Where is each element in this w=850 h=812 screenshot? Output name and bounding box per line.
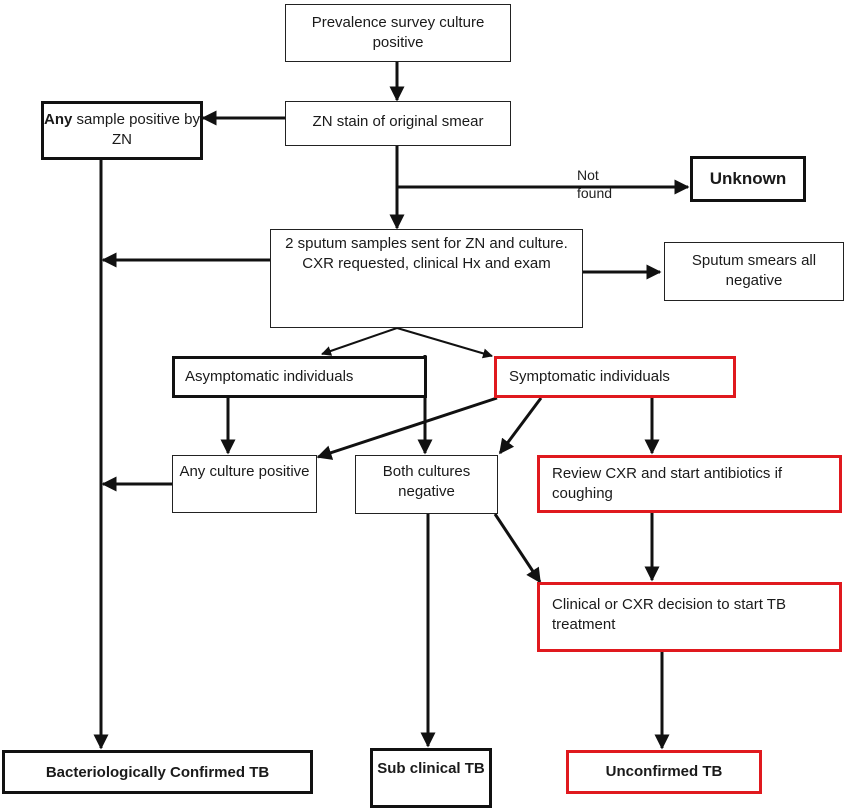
arrow-sputum-to-sym — [396, 327, 493, 359]
both-cultures-text: Both cultures negative — [382, 463, 471, 500]
arrow-sym-to-any-culture — [316, 396, 498, 460]
unconfirmed-box: Unconfirmed TB — [566, 750, 762, 794]
clinical-cxr-text: Clinical or CXR decision to start TB tre… — [552, 596, 786, 633]
any-sample-text: sample positive by ZN — [72, 111, 200, 148]
bact-confirmed-box: Bacteriologically Confirmed TB — [2, 750, 313, 794]
unknown-text: Unknown — [709, 169, 787, 188]
not-found-label: Not found — [577, 167, 613, 201]
unknown-box: Unknown — [690, 156, 806, 202]
arrow-sym-to-both-cultures — [498, 397, 543, 455]
arrow-sputum-to-asym — [321, 327, 398, 356]
smears-negative-text: Sputum smears all negative — [691, 252, 817, 289]
zn-stain-box: ZN stain of original smear — [285, 101, 511, 146]
subclinical-text: Sub clinical TB — [377, 760, 485, 777]
review-cxr-box: Review CXR and start antibiotics if coug… — [537, 455, 842, 513]
asymptomatic-box: Asymptomatic individuals — [172, 356, 427, 398]
any-culture-box: Any culture positive — [172, 455, 317, 513]
zn-stain-text: ZN stain of original smear — [312, 113, 484, 130]
asymptomatic-text: Asymptomatic individuals — [185, 368, 354, 385]
symptomatic-box: Symptomatic individuals — [494, 356, 736, 398]
clinical-cxr-box: Clinical or CXR decision to start TB tre… — [537, 582, 842, 652]
any-culture-text: Any culture positive — [179, 463, 310, 480]
prevalence-box: Prevalence survey culture positive — [285, 4, 511, 62]
subclinical-box: Sub clinical TB — [370, 748, 492, 808]
any-sample-bold: Any — [44, 111, 73, 128]
unconfirmed-text: Unconfirmed TB — [605, 763, 723, 780]
any-sample-box: Any sample positive by ZN — [41, 101, 203, 160]
bact-confirmed-text: Bacteriologically Confirmed TB — [45, 764, 270, 781]
sputum-samples-box: 2 sputum samples sent for ZN and culture… — [270, 229, 583, 328]
symptomatic-text: Symptomatic individuals — [509, 368, 670, 385]
prevalence-text: Prevalence survey culture positive — [311, 14, 485, 51]
smears-negative-box: Sputum smears all negative — [664, 242, 844, 301]
arrow-both-to-clinical — [493, 513, 542, 584]
both-cultures-box: Both cultures negative — [355, 455, 498, 514]
review-cxr-text: Review CXR and start antibiotics if coug… — [552, 465, 783, 502]
sputum-samples-text: 2 sputum samples sent for ZN and culture… — [285, 235, 568, 272]
